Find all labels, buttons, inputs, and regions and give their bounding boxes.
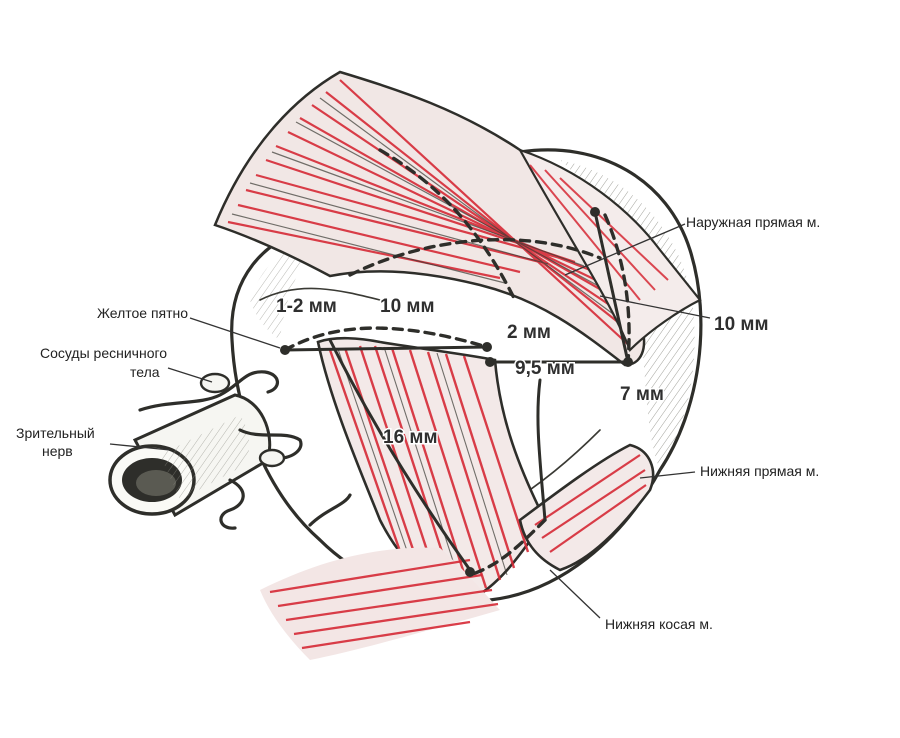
label-lateral-rectus: Наружная прямая м. <box>686 214 820 230</box>
measure-point-2 <box>485 357 495 367</box>
measure-9-5mm: 9,5 мм <box>515 358 575 379</box>
measure-2mm: 2 мм <box>507 322 551 343</box>
label-optic-nerve-line1: Зрительный <box>16 425 95 441</box>
label-inferior-rectus: Нижняя прямая м. <box>700 463 819 479</box>
ciliary-vessels <box>138 370 352 530</box>
optic-nerve <box>108 393 272 518</box>
measure-point-3 <box>623 357 633 367</box>
label-ciliary-vessels-line1: Сосуды ресничного <box>40 345 167 361</box>
leader-lines <box>109 223 711 619</box>
label-inferior-oblique: Нижняя косая м. <box>605 616 713 632</box>
measure-10mm-top: 10 мм <box>380 296 435 317</box>
lower-muscle-mass <box>260 547 500 660</box>
measure-point-5 <box>465 567 475 577</box>
measure-7mm: 7 мм <box>620 384 664 405</box>
measure-point-1 <box>482 342 492 352</box>
measurement-lines <box>280 148 633 577</box>
measure-point-4 <box>590 207 600 217</box>
macula-point <box>280 345 290 355</box>
inferior-oblique-muscle <box>316 336 547 602</box>
inferior-rectus-muscle <box>518 443 655 572</box>
label-optic-nerve-line2: нерв <box>42 443 73 459</box>
label-macula: Желтое пятно <box>97 305 188 321</box>
superior-muscle <box>213 70 646 367</box>
measure-16mm: 16 мм <box>383 427 438 448</box>
measure-1-2mm: 1-2 мм <box>276 296 337 317</box>
measure-10mm-right: 10 мм <box>714 314 769 335</box>
label-ciliary-vessels-line2: тела <box>130 364 160 380</box>
